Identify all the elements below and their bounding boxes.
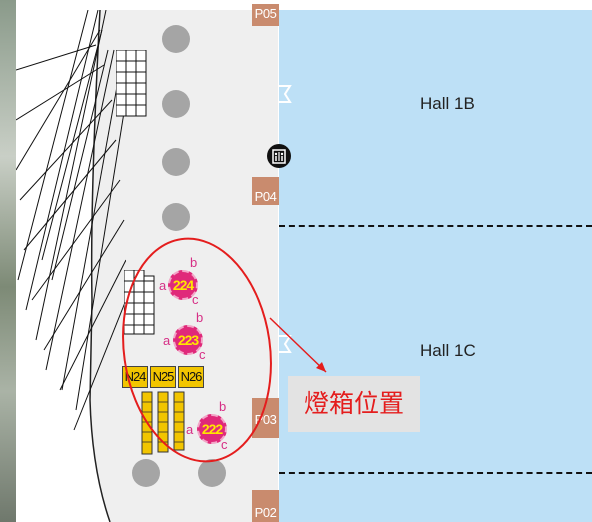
pillar-tag: P04 xyxy=(252,177,279,205)
hall-divider xyxy=(279,472,592,474)
booth-side-b: b xyxy=(196,310,204,325)
column xyxy=(162,203,190,231)
column xyxy=(162,25,190,53)
seating-lines xyxy=(16,10,126,431)
booth-side-a: a xyxy=(163,333,171,348)
booth-side-a: a xyxy=(159,278,167,293)
booth-side-c: c xyxy=(221,437,228,452)
booth-side-c: c xyxy=(199,347,206,362)
elevator-icon xyxy=(267,144,291,168)
column xyxy=(198,459,226,487)
booth-number: 224 xyxy=(172,277,194,293)
n-booth[interactable]: N26 xyxy=(178,366,204,388)
booth-side-b: b xyxy=(190,255,198,270)
column xyxy=(162,148,190,176)
booth-side-c: c xyxy=(192,292,199,307)
booth-side-a: a xyxy=(186,422,194,437)
booth-side-b: b xyxy=(219,399,227,414)
door-marks xyxy=(278,85,292,353)
pillar-tag: P05 xyxy=(252,4,279,26)
booth-marker[interactable] xyxy=(168,270,198,300)
booth-marker[interactable] xyxy=(173,325,203,355)
booth-marker[interactable] xyxy=(197,414,227,444)
n-booth[interactable]: N25 xyxy=(150,366,176,388)
hall-area xyxy=(279,10,592,522)
hall-label: Hall 1C xyxy=(420,341,476,360)
pillar-tag: P02 xyxy=(252,490,279,522)
photo-strip xyxy=(0,0,16,522)
booth-number: 222 xyxy=(201,421,223,437)
hall-label: Hall 1B xyxy=(420,94,475,113)
column xyxy=(132,459,160,487)
hall-divider xyxy=(279,225,592,227)
lightbox-location-label: 燈箱位置 xyxy=(288,376,420,432)
seat-block xyxy=(116,50,147,117)
booth-number: 223 xyxy=(177,332,199,348)
column xyxy=(162,90,190,118)
